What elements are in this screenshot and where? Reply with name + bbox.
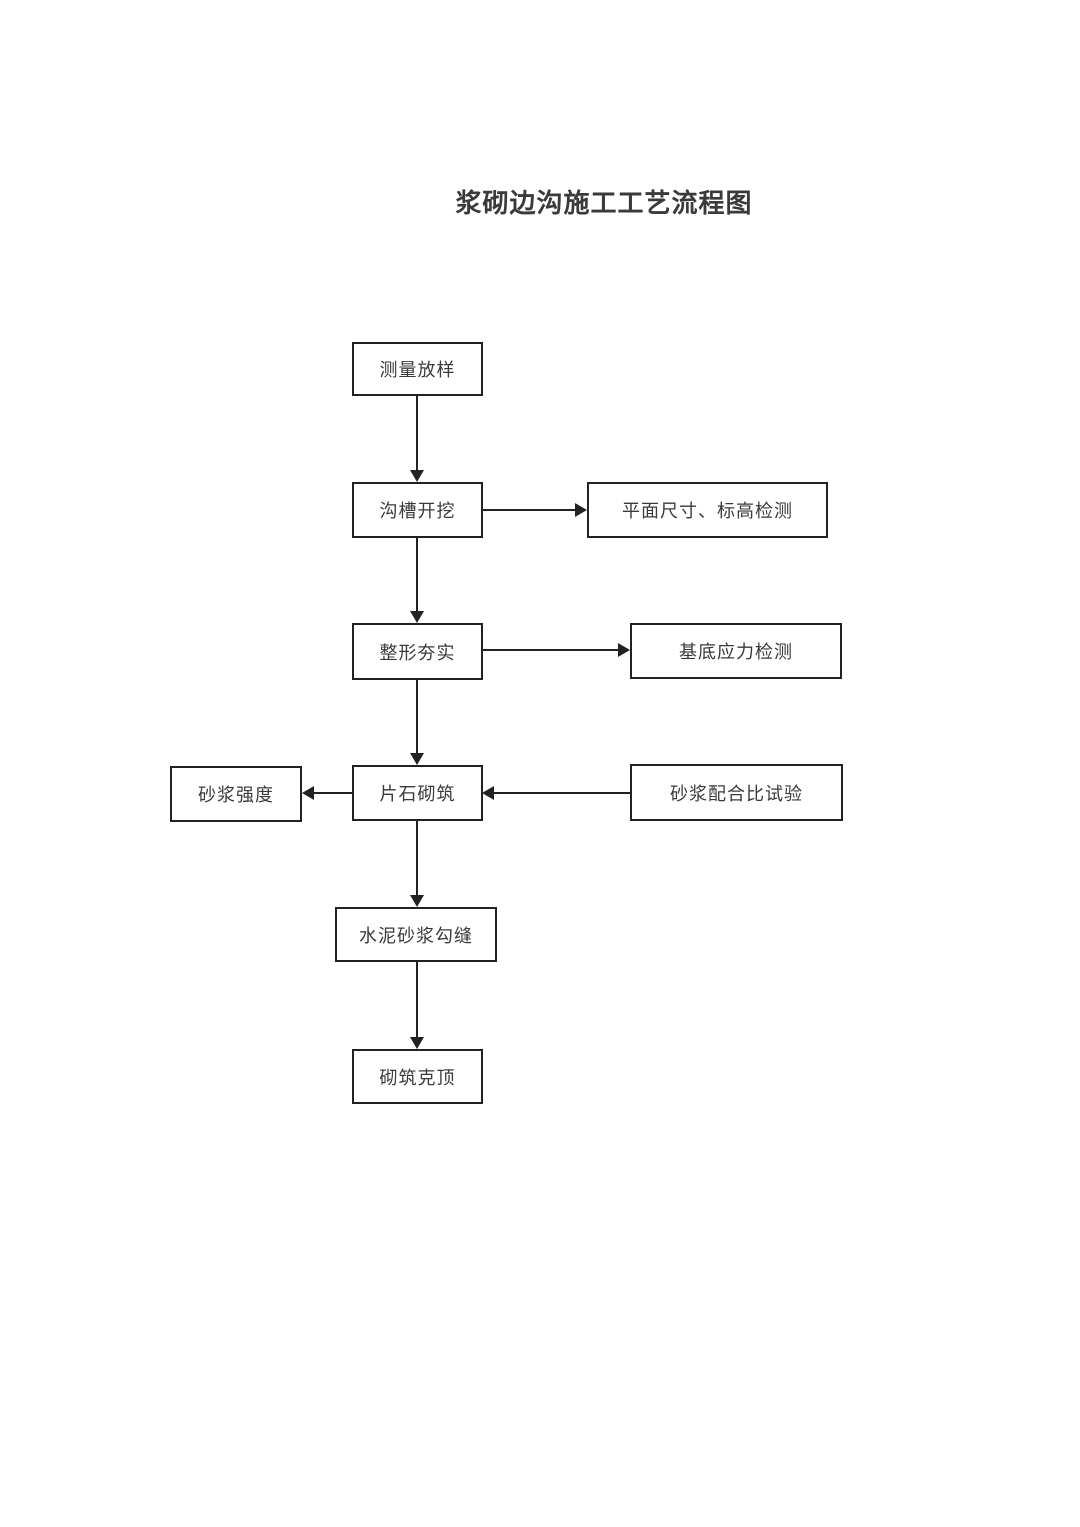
- arrowhead-right-icon: [618, 643, 630, 657]
- flow-node-mortar-mix-ratio-test: 砂浆配合比试验: [630, 764, 843, 821]
- arrowhead-down-icon: [410, 1037, 424, 1049]
- arrow-line: [483, 509, 576, 511]
- arrow-line: [416, 396, 418, 470]
- flow-node-survey-layout: 测量放样: [352, 342, 483, 396]
- arrowhead-down-icon: [410, 753, 424, 765]
- flow-node-mortar-strength: 砂浆强度: [170, 766, 302, 822]
- arrow-line: [416, 680, 418, 754]
- flow-node-shaping-compaction: 整形夯实: [352, 623, 483, 680]
- arrowhead-down-icon: [410, 895, 424, 907]
- flow-node-plane-size-elevation-check: 平面尺寸、标高检测: [587, 482, 828, 538]
- arrow-line: [483, 649, 619, 651]
- arrowhead-left-icon: [302, 786, 314, 800]
- arrowhead-down-icon: [410, 611, 424, 623]
- arrow-line: [416, 821, 418, 896]
- arrowhead-down-icon: [410, 470, 424, 482]
- flow-node-foundation-stress-check: 基底应力检测: [630, 623, 842, 679]
- arrow-line: [313, 792, 352, 794]
- arrow-line: [416, 538, 418, 612]
- arrow-line: [416, 962, 418, 1038]
- arrow-line: [493, 792, 630, 794]
- flow-node-cement-mortar-pointing: 水泥砂浆勾缝: [335, 907, 497, 962]
- page-title: 浆砌边沟施工工艺流程图: [455, 189, 753, 218]
- arrowhead-left-icon: [482, 786, 494, 800]
- flow-node-trench-excavation: 沟槽开挖: [352, 482, 483, 538]
- arrowhead-right-icon: [575, 503, 587, 517]
- flow-node-masonry-coping: 砌筑克顶: [352, 1049, 483, 1104]
- flow-node-rubble-masonry: 片石砌筑: [352, 765, 483, 821]
